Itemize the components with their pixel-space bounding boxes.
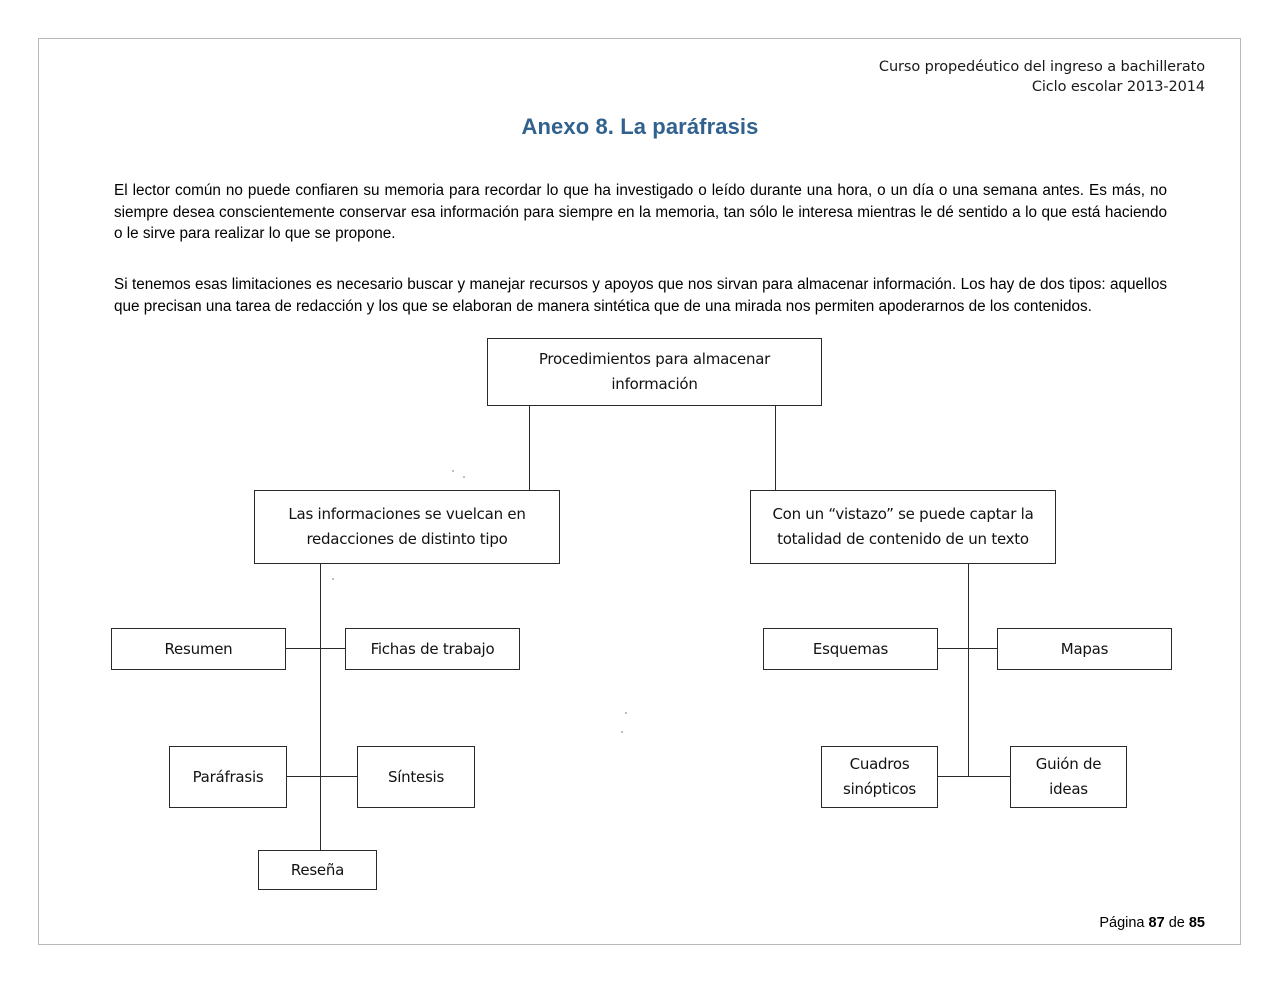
- chart-node-mapas-label: Mapas: [1060, 639, 1109, 658]
- chart-node-resumen-label: Resumen: [164, 639, 233, 658]
- scan-speckle: [621, 731, 623, 733]
- chart-node-cuadros-sinopticos-line1: Cuadros: [849, 755, 910, 773]
- footer-middle: de: [1168, 915, 1185, 931]
- body-paragraph-1: El lector común no puede confiaren su me…: [114, 182, 1167, 242]
- footer-current-page: 87: [1148, 915, 1165, 931]
- chart-node-root-line2: información: [611, 375, 698, 393]
- scan-speckle: [332, 578, 334, 580]
- connector-cuadros-to-guion: [938, 776, 1011, 778]
- page-sheet-border: [38, 38, 1241, 945]
- scan-speckle: [452, 470, 454, 472]
- chart-node-parafrasis-label: Paráfrasis: [192, 767, 264, 786]
- scan-speckle: [463, 476, 465, 478]
- connector-esquemas-to-mapas: [938, 648, 997, 650]
- connector-left-trunk: [320, 564, 322, 852]
- chart-node-esquemas: Esquemas: [763, 628, 938, 670]
- chart-node-left-branch-line2: redacciones de distinto tipo: [306, 530, 508, 548]
- footer-prefix: Página: [1099, 915, 1145, 931]
- chart-node-esquemas-label: Esquemas: [812, 639, 889, 658]
- page-title: Anexo 8. La paráfrasis: [521, 114, 759, 139]
- chart-node-cuadros-sinopticos-line2: sinópticos: [843, 780, 916, 798]
- chart-node-sintesis-label: Síntesis: [387, 767, 445, 786]
- scan-speckle: [625, 712, 627, 714]
- chart-node-resena: Reseña: [258, 850, 377, 890]
- chart-node-sintesis: Síntesis: [357, 746, 475, 808]
- chart-node-cuadros-sinopticos: Cuadros sinópticos: [821, 746, 938, 808]
- chart-node-guion-de-ideas-line2: ideas: [1049, 780, 1088, 798]
- chart-node-fichas-de-trabajo: Fichas de trabajo: [345, 628, 520, 670]
- chart-node-parafrasis: Paráfrasis: [169, 746, 287, 808]
- chart-node-fichas-de-trabajo-label: Fichas de trabajo: [370, 639, 495, 658]
- page-footer: Página 87 de 85: [1099, 915, 1205, 931]
- connector-root-to-left: [529, 406, 531, 490]
- header-school-year-line: Ciclo escolar 2013-2014: [1031, 79, 1205, 95]
- chart-node-resena-label: Reseña: [290, 860, 345, 879]
- connector-root-to-right: [775, 406, 777, 490]
- chart-node-guion-de-ideas: Guión de ideas: [1010, 746, 1127, 808]
- footer-total-pages: 85: [1188, 915, 1205, 931]
- chart-node-right-branch-line2: totalidad de contenido de un texto: [777, 530, 1029, 548]
- connector-right-trunk: [968, 564, 970, 777]
- chart-node-mapas: Mapas: [997, 628, 1172, 670]
- chart-node-left-branch-line1: Las informaciones se vuelcan en: [288, 505, 526, 523]
- connector-parafrasis-to-sintesis: [287, 776, 358, 778]
- chart-node-root-line1: Procedimientos para almacenar: [538, 350, 771, 368]
- chart-node-root: Procedimientos para almacenar informació…: [487, 338, 822, 406]
- header-course-line: Curso propedéutico del ingreso a bachill…: [878, 59, 1205, 75]
- chart-node-right-branch-line1: Con un “vistazo” se puede captar la: [772, 505, 1034, 523]
- chart-node-right-branch: Con un “vistazo” se puede captar la tota…: [750, 490, 1056, 564]
- body-paragraph-2: Si tenemos esas limitaciones es necesari…: [114, 276, 1167, 315]
- chart-node-resumen: Resumen: [111, 628, 286, 670]
- chart-node-guion-de-ideas-line1: Guión de: [1035, 755, 1102, 773]
- connector-resumen-to-trunk: [286, 648, 345, 650]
- chart-node-left-branch: Las informaciones se vuelcan en redaccio…: [254, 490, 560, 564]
